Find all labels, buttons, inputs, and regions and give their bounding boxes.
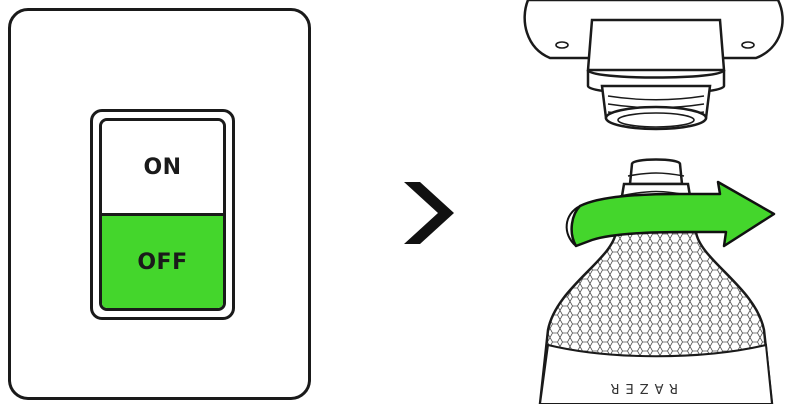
- light-switch: ON OFF: [90, 109, 235, 320]
- light-socket: [586, 18, 726, 131]
- screw-hole-icon: [741, 41, 755, 49]
- switch-off-label: OFF: [102, 213, 223, 308]
- power-switch-panel: ON OFF: [8, 8, 311, 400]
- brand-logo: RAZER: [604, 380, 678, 395]
- bulb-socket-illustration: RAZER: [523, 0, 784, 404]
- rotate-arrow-icon: [565, 180, 776, 248]
- chevron-right-icon: [404, 182, 454, 244]
- screw-hole-icon: [555, 41, 569, 49]
- switch-rocker: ON OFF: [99, 118, 226, 311]
- switch-on-label: ON: [102, 121, 223, 213]
